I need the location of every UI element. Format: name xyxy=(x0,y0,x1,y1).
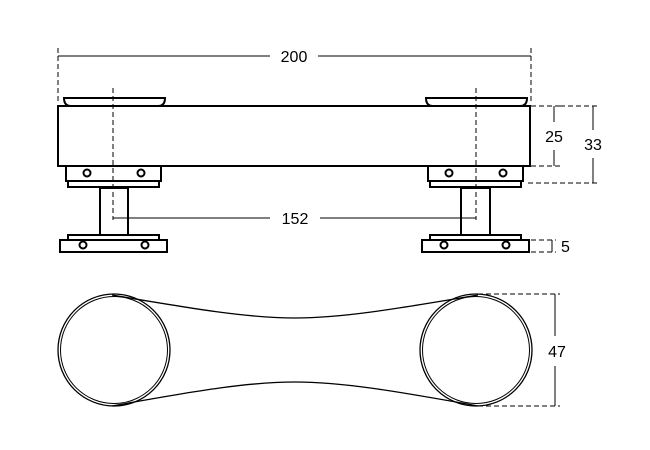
dimension-width: 47 xyxy=(478,293,566,407)
dimension-overall-length: 200 xyxy=(57,48,532,104)
main-bar xyxy=(57,105,531,167)
connector-outline xyxy=(111,294,479,407)
dimension-center-distance: 152 xyxy=(113,211,476,228)
dimension-bar-height: 25 xyxy=(531,105,563,167)
right-round-pad xyxy=(419,293,533,407)
top-view: 47 xyxy=(57,293,566,407)
base-thickness-label: 5 xyxy=(561,239,570,256)
width-label: 47 xyxy=(548,344,566,361)
dimension-total-height: 33 xyxy=(528,105,602,184)
bar-height-label: 25 xyxy=(545,129,563,146)
dimension-base-thickness: 5 xyxy=(531,239,570,256)
overall-length-label: 200 xyxy=(281,49,308,66)
center-distance-label: 152 xyxy=(282,211,309,228)
front-view: 200 xyxy=(57,48,602,256)
left-round-pad xyxy=(57,293,171,407)
total-height-label: 33 xyxy=(584,137,602,154)
left-top-pad xyxy=(62,97,167,107)
